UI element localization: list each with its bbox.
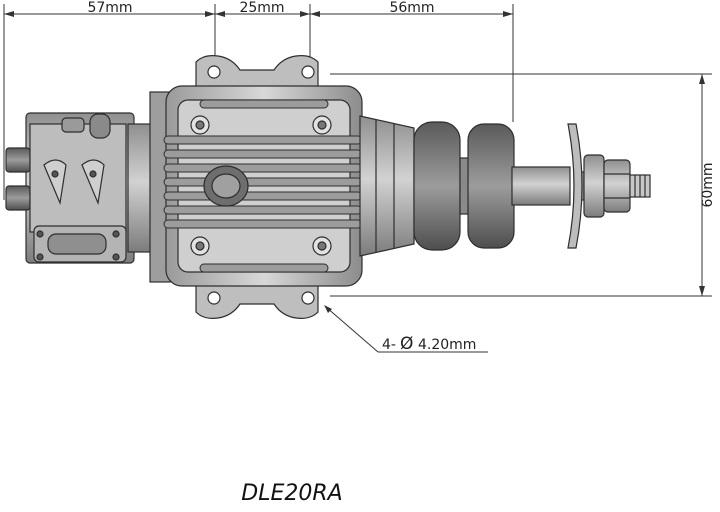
dim-25mm: 25mm [239, 0, 284, 16]
dim-hole-diameter: 4.20mm [418, 337, 476, 353]
diameter-symbol: Ø [400, 334, 413, 354]
mounting-holes [207, 65, 315, 305]
dim-57mm: 57mm [87, 0, 132, 16]
engine [5, 55, 651, 319]
dim-holes-count: 4- [382, 337, 396, 353]
dim-60mm: 60mm [700, 162, 716, 207]
head-bolts [190, 115, 332, 256]
carburetor [5, 112, 135, 264]
dim-56mm: 56mm [389, 0, 434, 16]
dimension-arrows [4, 11, 705, 313]
prop-shaft [511, 123, 651, 249]
prop-hub [413, 121, 515, 251]
model-label: DLE20RA [241, 481, 342, 506]
cylinder-port [203, 165, 249, 207]
cylinder [165, 55, 363, 319]
dimension-lines [3, 4, 712, 353]
crankcase-nose [359, 115, 415, 257]
